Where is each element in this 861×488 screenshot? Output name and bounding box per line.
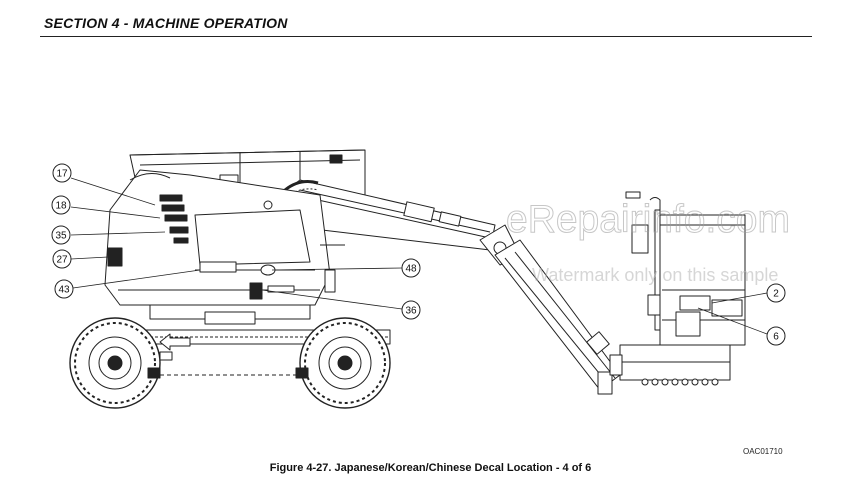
callout-48-label: 48 (405, 264, 417, 275)
callout-6: 6 (697, 307, 786, 346)
front-wheel (69, 317, 161, 409)
callout-18-label: 18 (55, 201, 67, 212)
rear-wheel (299, 317, 391, 409)
callout-18: 18 (51, 195, 161, 219)
callout-17-label: 17 (56, 169, 68, 180)
watermark-brand: eRepairinfo.com (506, 198, 790, 241)
callout-27-label: 27 (56, 255, 68, 266)
callout-35: 35 (51, 225, 166, 245)
callout-17: 17 (52, 163, 156, 206)
watermark-note: Watermark only on this sample (532, 265, 778, 285)
callout-48: 48 (271, 258, 421, 278)
figure-part-code: OAC01710 (743, 447, 783, 456)
watermark: eRepairinfo.com Watermark only on this s… (506, 198, 791, 286)
callout-36-label: 36 (405, 306, 417, 317)
header-rule (40, 36, 812, 37)
callout-35-label: 35 (55, 231, 67, 242)
callout-6-label: 6 (773, 332, 779, 343)
callouts: 17 18 35 27 43 48 36 (51, 163, 786, 346)
callout-27: 27 (52, 249, 109, 269)
section-title: SECTION 4 - MACHINE OPERATION (44, 15, 288, 31)
callout-43-label: 43 (58, 285, 70, 296)
callout-2-label: 2 (773, 289, 779, 300)
figure-caption: Figure 4-27. Japanese/Korean/Chinese Dec… (269, 462, 592, 474)
callout-36: 36 (261, 289, 421, 320)
callout-43: 43 (54, 269, 201, 299)
callout-2: 2 (711, 283, 786, 304)
machine-drawing (69, 149, 746, 409)
